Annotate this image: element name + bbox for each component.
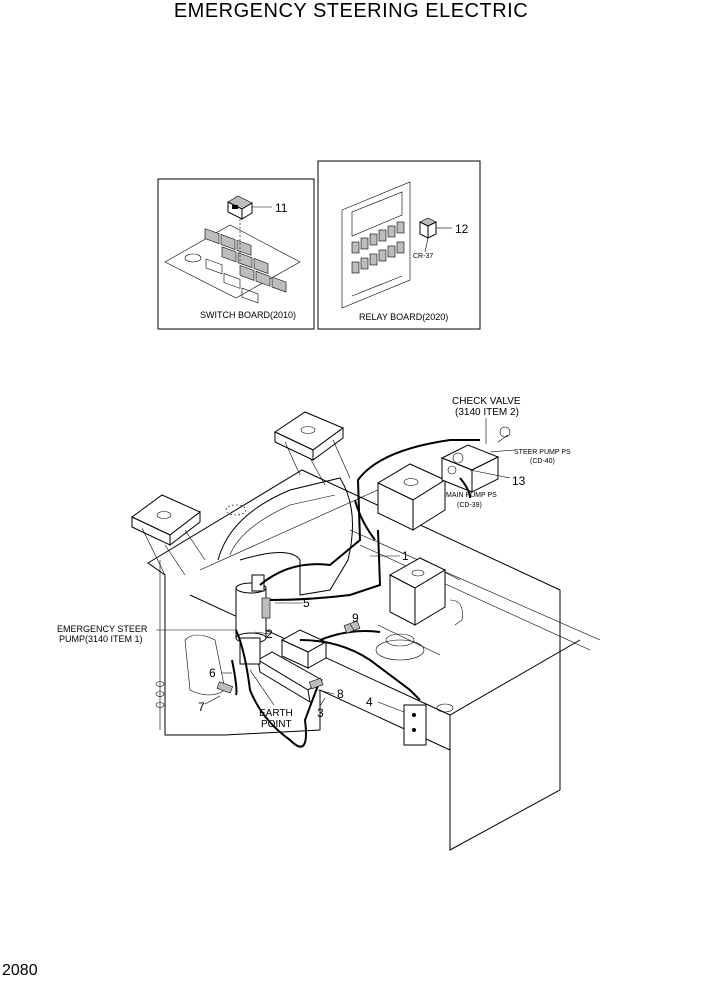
callout-3: 3 [317, 706, 324, 720]
page-title: EMERGENCY STEERING ELECTRIC [173, 0, 529, 22]
earth-point-label-2: POINT [261, 719, 292, 730]
frame-assembly [131, 411, 601, 851]
steer-pump-ps-label-2: (CD-40) [530, 458, 555, 465]
leader-lines [156, 418, 516, 713]
emergency-steer-label-2: PUMP(3140 ITEM 1) [59, 634, 143, 644]
callout-4: 4 [366, 695, 373, 709]
callout-13: 13 [512, 474, 526, 488]
relay-board-inset: 12 CR-37 RELAY BOARD(2020) [317, 160, 481, 330]
rocker-switch [227, 195, 253, 220]
relay-grid [351, 221, 405, 274]
relay-connector-label: CR-37 [413, 253, 433, 260]
left-mount [131, 494, 206, 576]
callout-11: 11 [275, 201, 288, 215]
emergency-steer-pump [235, 574, 271, 665]
center-block [388, 557, 447, 626]
callout-8: 8 [337, 687, 344, 701]
check-valve [440, 426, 511, 499]
switch-board-frame [157, 178, 315, 330]
check-valve-label-1: CHECK VALVE [452, 396, 521, 407]
right-mount [376, 463, 447, 531]
relay-module [419, 217, 437, 239]
main-pump-ps-label-1: MAIN PUMP PS [446, 492, 497, 499]
switch-board-inset: 11 SWITCH BOARD(2010) [157, 178, 315, 330]
earth-point [403, 704, 427, 746]
earth-point-label-1: EARTH [259, 708, 293, 719]
callout-6: 6 [209, 666, 216, 680]
switch-grid [204, 228, 287, 304]
rear-mount [273, 411, 351, 486]
callout-9: 9 [352, 611, 359, 625]
callout-12: 12 [455, 222, 469, 236]
callout-5: 5 [303, 596, 310, 610]
main-harness [259, 439, 480, 586]
relay-board-frame [317, 160, 481, 330]
emergency-steer-label-1: EMERGENCY STEER [57, 624, 148, 634]
callout-1: 1 [402, 549, 409, 563]
switch-knob [184, 253, 202, 263]
callout-7: 7 [198, 700, 205, 714]
relay-plate [341, 181, 411, 309]
callout-2: 2 [266, 627, 273, 641]
switch-board-label: SWITCH BOARD(2010) [200, 310, 296, 320]
check-valve-label-2: (3140 ITEM 2) [455, 407, 519, 418]
steer-pump-ps-label-1: STEER PUMP PS [514, 449, 571, 456]
relay-board-label: RELAY BOARD(2020) [359, 312, 448, 322]
page-number: 2080 [2, 962, 38, 979]
main-pump-ps-label-2: (CD-39) [457, 502, 482, 509]
